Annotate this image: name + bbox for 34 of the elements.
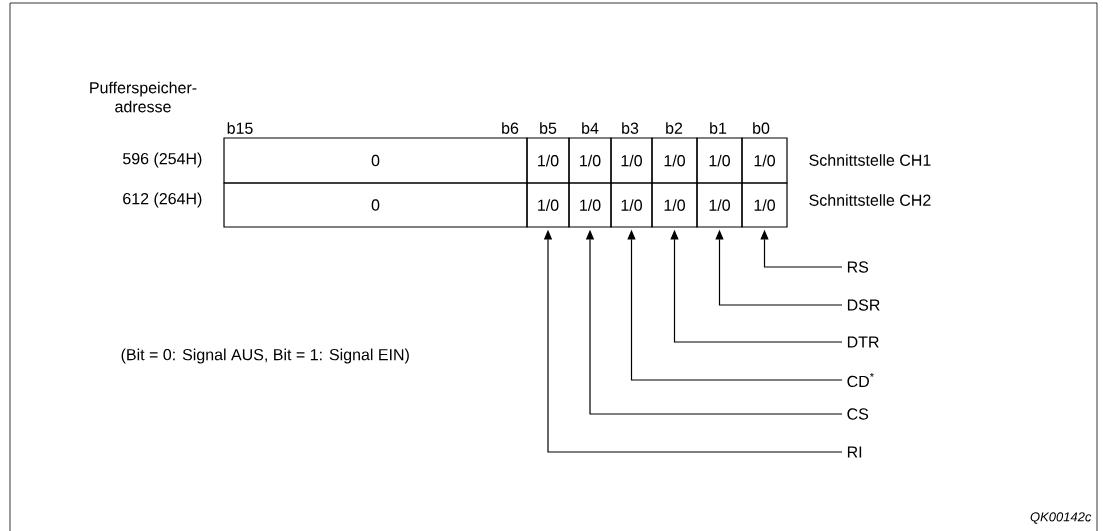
bit-number: b3 (622, 122, 639, 134)
signal-label: RS (847, 261, 869, 273)
interface-label: Schnittstelle CH2 (809, 194, 931, 206)
table-cell: 1/0 (696, 182, 743, 228)
bit-number: b6 (502, 122, 519, 134)
table-cell: 1/0 (651, 137, 698, 184)
bit-number: b5 (540, 122, 557, 134)
address-heading: Pufferspeicher- adresse (90, 81, 197, 113)
table-cell: 1/0 (568, 137, 612, 184)
row-address: 596 (254H) (123, 152, 202, 168)
table-cell: 1/0 (568, 182, 612, 228)
bit-number: b4 (582, 122, 599, 134)
table-cell: 1/0 (696, 137, 743, 184)
bit-number: b1 (710, 122, 727, 134)
table-cell: 1/0 (741, 137, 788, 184)
signal-label: DSR (847, 299, 880, 311)
table-cell: 1/0 (741, 182, 788, 228)
table-cell: 1/0 (526, 182, 570, 228)
figure-code: QK00142c (1030, 512, 1092, 524)
note: (Bit = 0: Signal AUS, Bit = 1: Signal EIN) (121, 348, 409, 364)
table-cell: 1/0 (610, 137, 653, 184)
row-address: 612 (264H) (123, 192, 202, 208)
table-cell: 1/0 (526, 137, 570, 184)
table-cell: 1/0 (610, 182, 653, 228)
table-cell: 1/0 (651, 182, 698, 228)
interface-label: Schnittstelle CH1 (809, 154, 931, 166)
table-cell: 0 (223, 137, 528, 184)
bit-number: b0 (753, 122, 770, 134)
signal-label: CD$^{*}$ (847, 372, 874, 388)
bit-number: b2 (666, 122, 683, 134)
table-cell: 0 (223, 182, 528, 228)
signal-label: RI (847, 446, 862, 458)
signal-label: DTR (847, 336, 879, 348)
signal-label: CS (847, 408, 869, 420)
